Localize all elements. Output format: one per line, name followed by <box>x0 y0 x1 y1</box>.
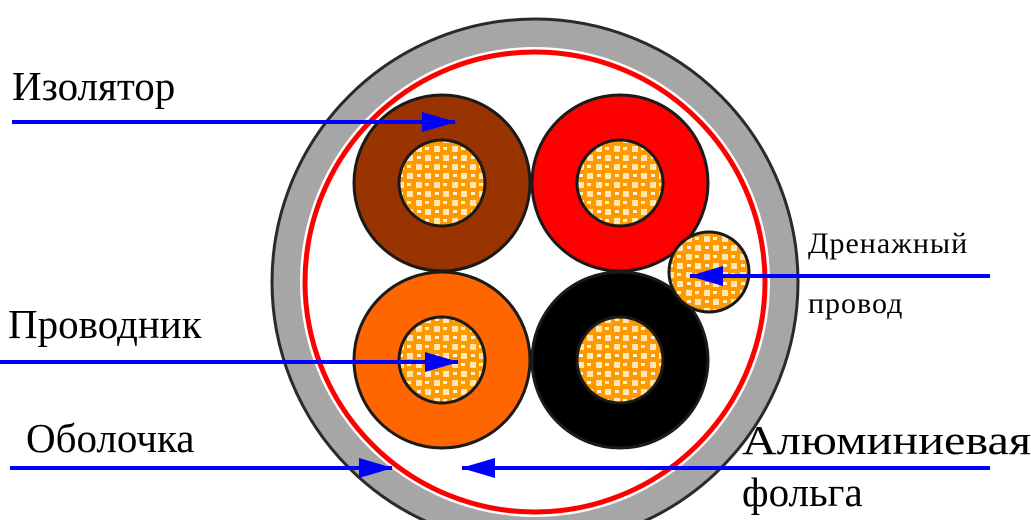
label-insulator: Изолятор <box>12 63 175 109</box>
label-drain-wire-line2: провод <box>808 287 903 320</box>
drain-wire <box>667 230 751 314</box>
conductor-black <box>575 315 665 405</box>
label-foil-line2: фольга <box>742 469 863 515</box>
label-drain-wire-line1: Дренажный <box>808 227 968 260</box>
conductor-brown <box>397 138 487 228</box>
wire-red <box>530 93 710 273</box>
wire-brown <box>352 93 532 273</box>
label-foil-line1: Алюминиевая <box>742 417 1031 463</box>
aluminium-foil-ring <box>302 49 768 515</box>
label-conductor: Проводник <box>8 301 202 347</box>
label-sheath: Оболочка <box>26 415 194 461</box>
conductor-red <box>575 138 665 228</box>
wire-black <box>530 270 710 450</box>
